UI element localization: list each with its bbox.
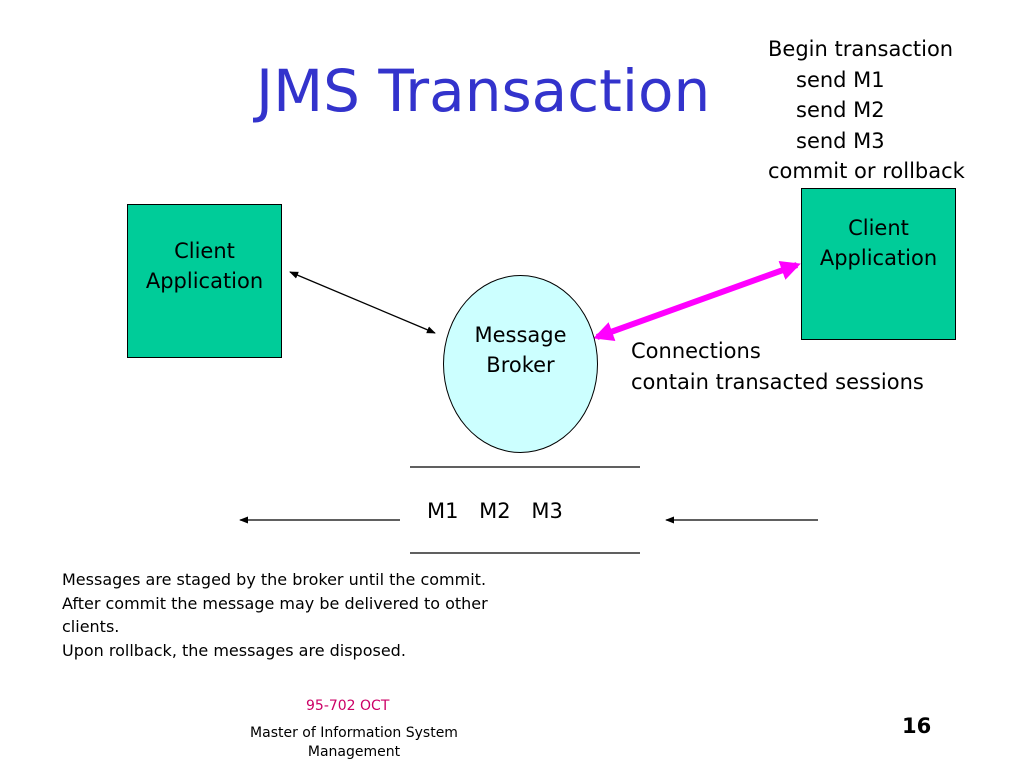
connections-line1: Connections: [631, 339, 761, 363]
slide-title: JMS Transaction: [256, 57, 711, 125]
client-right-line2: Application: [819, 246, 938, 270]
client-left-line1: Client: [174, 239, 235, 263]
message-broker: Message Broker: [443, 275, 598, 453]
explanation-line3: Upon rollback, the messages are disposed…: [62, 640, 406, 660]
queue-message: M2: [479, 499, 511, 523]
step-send-m1: send M1: [796, 67, 885, 92]
step-commit-rollback: commit or rollback: [768, 159, 965, 183]
step-send-m3: send M3: [796, 128, 885, 153]
connections-line2: contain transacted sessions: [631, 369, 924, 394]
queue-message: M3: [531, 499, 563, 523]
course-code: 95-702 OCT: [306, 698, 390, 714]
program-name: Master of Information System Management: [250, 725, 458, 760]
broker-line2: Broker: [486, 353, 555, 377]
explanation-text: Messages are staged by the broker until …: [62, 568, 522, 662]
client-application-right: Client Application: [801, 188, 956, 340]
explanation-line2: After commit the message may be delivere…: [62, 593, 488, 637]
message-queue: M1 M2 M3: [427, 499, 577, 523]
step-send-m2: send M2: [796, 98, 885, 122]
queue-message: M1: [427, 499, 459, 523]
step-begin: Begin transaction: [768, 37, 954, 61]
broker-line1: Message: [474, 323, 567, 347]
explanation-line1: Messages are staged by the broker until …: [62, 570, 487, 589]
transaction-steps: Begin transaction send M1 send M2 send M…: [768, 34, 965, 187]
page-number: 16: [902, 714, 932, 738]
connections-note: Connections contain transacted sessions: [631, 336, 924, 397]
client-right-line1: Client: [848, 216, 909, 240]
client-application-left: Client Application: [127, 204, 282, 358]
transacted-connection-arrow: [593, 261, 801, 341]
client-left-line2: Application: [145, 269, 264, 293]
left-connection-arrow: [289, 271, 436, 334]
